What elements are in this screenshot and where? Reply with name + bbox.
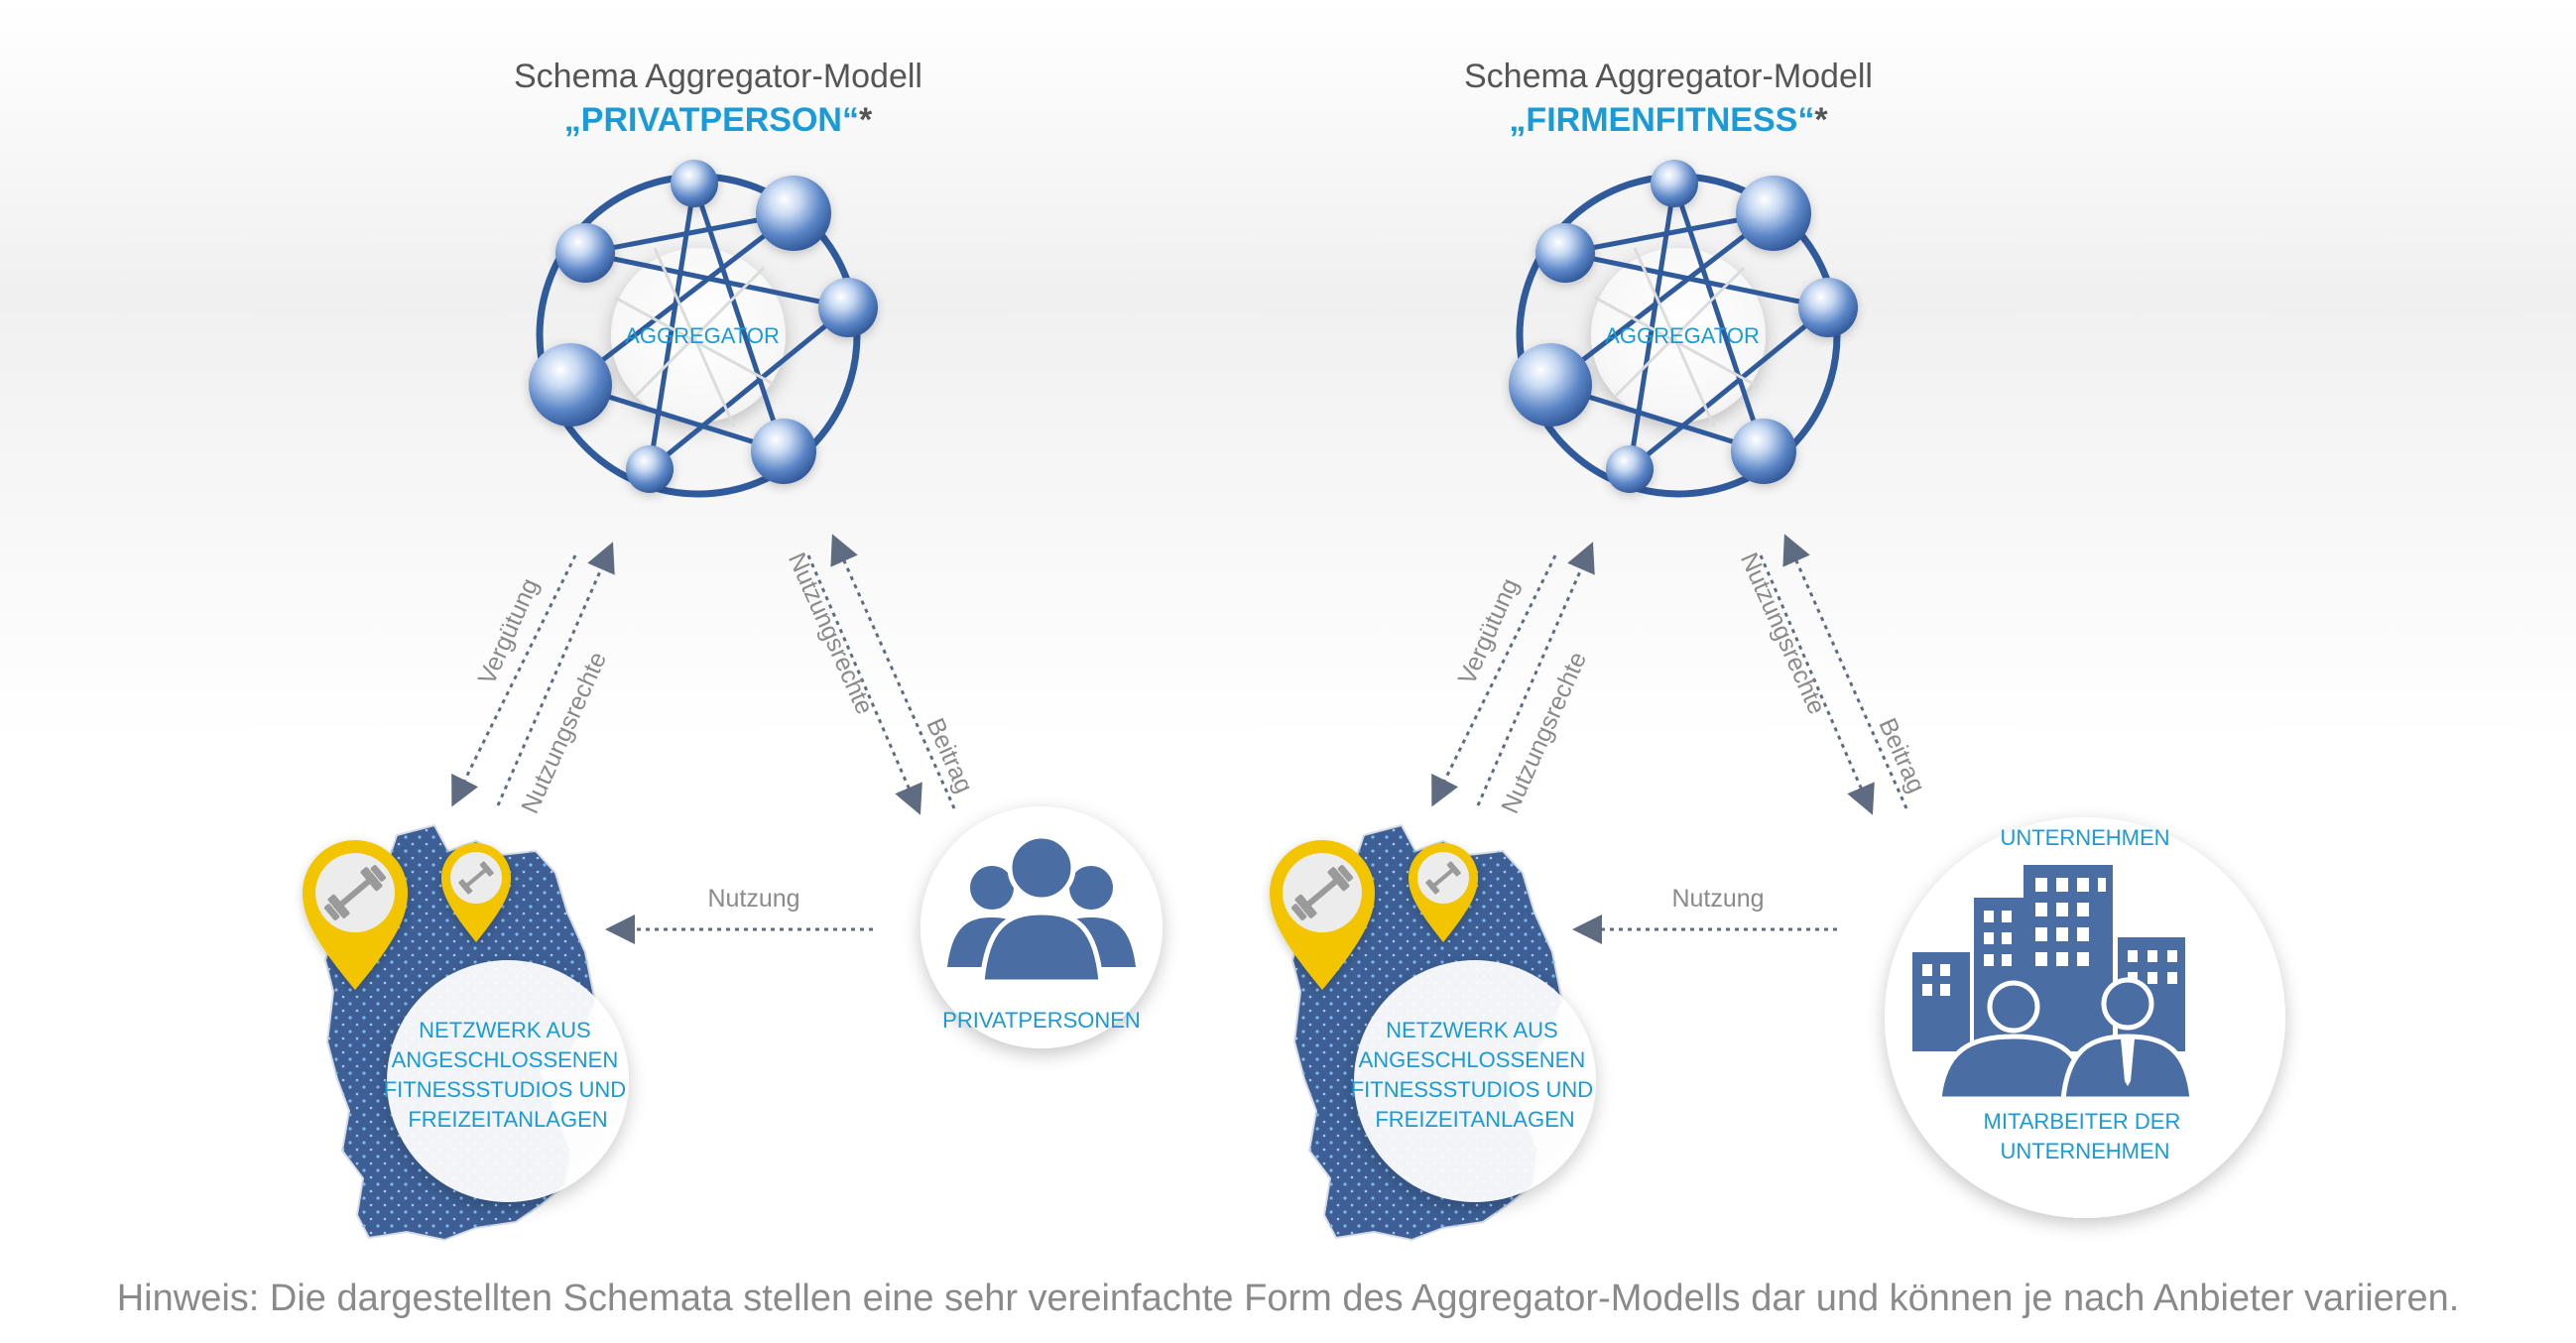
network-line: FREIZEITANLAGEN — [1375, 1107, 1574, 1132]
arrow-nutzungsrechte-down — [806, 554, 922, 815]
fitness-pin-icon — [303, 840, 408, 990]
aggregator-network-icon — [529, 160, 878, 498]
nutzungsrechte-label-right: Nutzungsrechte — [783, 549, 879, 718]
network-line: FITNESSSTUDIOS UND — [1351, 1077, 1593, 1102]
people-group-icon — [947, 833, 1136, 985]
nutzung-label: Nutzung — [707, 885, 799, 913]
network-line: ANGESCHLOSSENEN — [392, 1047, 619, 1072]
company-bottom-line: UNTERNEHMEN — [2000, 1139, 2169, 1163]
arrow-beitrag — [830, 534, 956, 809]
network-disc — [1354, 960, 1596, 1202]
beitrag-label: Beitrag — [1873, 714, 1930, 797]
customer-label: PRIVATPERSONEN — [942, 1008, 1141, 1033]
network-line: FREIZEITANLAGEN — [408, 1107, 607, 1132]
network-line: ANGESCHLOSSENEN — [1359, 1047, 1586, 1072]
company-top-label: UNTERNEHMEN — [2000, 825, 2169, 850]
subtitle-text: „PRIVATPERSON“ — [564, 101, 859, 139]
nutzung-label: Nutzung — [1671, 885, 1764, 913]
network-line: NETZWERK AUS — [419, 1018, 591, 1042]
arrow-nutzungsrechte-up — [496, 542, 615, 806]
employees-icon — [1936, 977, 2195, 1102]
schema-privatperson: Schema Aggregator-Modell „PRIVATPERSON“* — [303, 58, 1163, 1242]
schema-firmenfitness: Schema Aggregator-Modell „FIRMENFITNESS“… — [1270, 58, 2285, 1242]
subtitle-text: „FIRMENFITNESS“ — [1509, 101, 1814, 139]
verguetung-label: Vergütung — [1453, 574, 1525, 689]
office-buildings-icon — [1912, 865, 2185, 1051]
verguetung-label: Vergütung — [473, 574, 545, 689]
company-bottom-line: MITARBEITER DER — [1984, 1109, 2181, 1134]
beitrag-label: Beitrag — [920, 714, 978, 797]
fitness-pin-icon — [441, 843, 511, 942]
schema-subtitle: „PRIVATPERSON“* — [564, 101, 873, 139]
network-label: NETZWERK AUS ANGESCHLOSSENEN FITNESSSTUD… — [384, 1018, 633, 1132]
nutzungsrechte-label: Nutzungsrechte — [1496, 648, 1592, 817]
arrow-beitrag — [1782, 534, 1908, 809]
nutzungsrechte-label-right: Nutzungsrechte — [1735, 549, 1831, 718]
schema-title: Schema Aggregator-Modell — [1464, 58, 1873, 95]
company-bottom-label: MITARBEITER DER UNTERNEHMEN — [1984, 1109, 2187, 1163]
footnote: Hinweis: Die dargestellten Schemata stel… — [116, 1278, 2460, 1319]
aggregator-label: AGGREGATOR — [1605, 323, 1760, 348]
network-line: FITNESSSTUDIOS UND — [384, 1077, 626, 1102]
asterisk: * — [859, 101, 873, 139]
schema-subtitle: „FIRMENFITNESS“* — [1509, 101, 1828, 139]
fitness-pin-icon — [1270, 840, 1375, 990]
aggregator-network-icon — [1509, 160, 1858, 498]
network-label: NETZWERK AUS ANGESCHLOSSENEN FITNESSSTUD… — [1351, 1018, 1600, 1132]
arrow-nutzungsrechte-up — [1476, 542, 1595, 806]
arrow-nutzungsrechte-down — [1759, 554, 1875, 815]
schema-title: Schema Aggregator-Modell — [514, 58, 922, 95]
network-line: NETZWERK AUS — [1386, 1018, 1558, 1042]
asterisk: * — [1814, 101, 1828, 139]
nutzungsrechte-label: Nutzungsrechte — [516, 648, 612, 817]
aggregator-label: AGGREGATOR — [625, 323, 780, 348]
network-disc — [387, 960, 629, 1202]
fitness-pin-icon — [1409, 843, 1478, 942]
